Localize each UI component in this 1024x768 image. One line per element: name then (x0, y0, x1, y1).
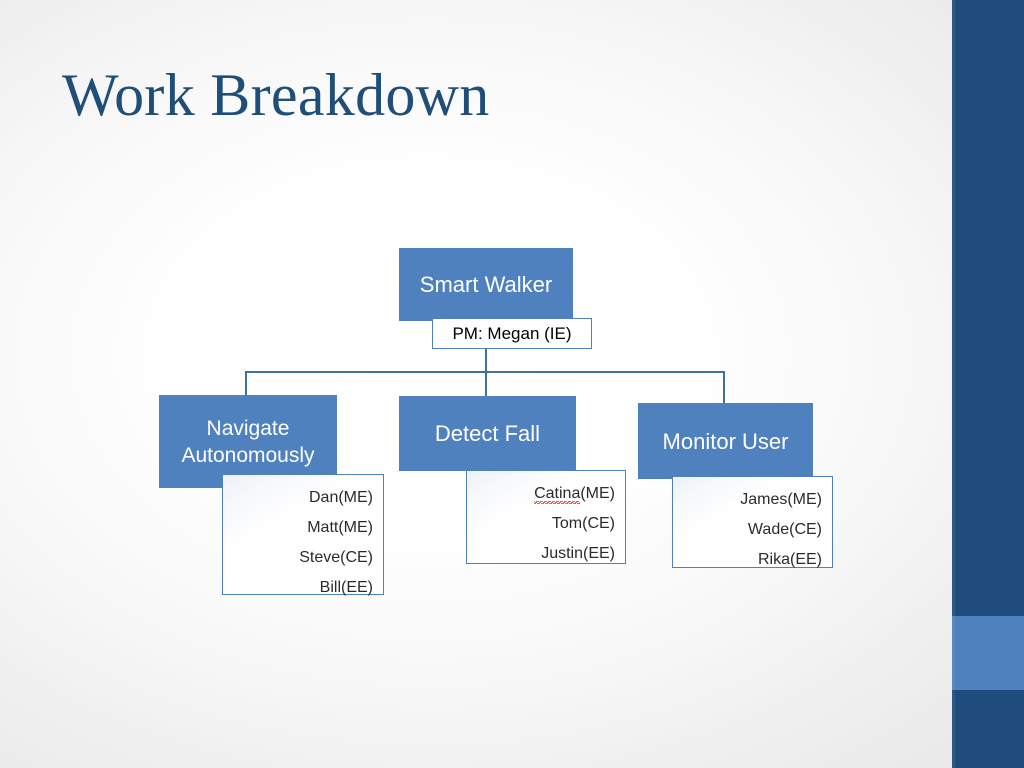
member-item: Rika(EE) (757, 551, 822, 568)
pm-label: PM: Megan (IE) (452, 324, 572, 343)
sidebar-seam (952, 0, 955, 768)
member-item: Matt(ME) (307, 519, 373, 536)
org-node-label: Smart Walker (419, 272, 553, 297)
member-item: Dan(ME) (308, 489, 373, 506)
member-list-navigate-autonomously[interactable]: Dan(ME) Matt(ME) Steve(CE) Bill(EE) (222, 474, 384, 596)
org-node-label: Detect Fall (434, 421, 541, 446)
sidebar-band-top (952, 0, 1024, 616)
sidebar-band-accent (952, 616, 1024, 690)
org-node-navigate-autonomously[interactable]: Navigate Autonomously (159, 395, 337, 488)
member-item: James(ME) (740, 491, 822, 508)
connector-bus-to-monitor (723, 371, 725, 404)
org-node-detect-fall[interactable]: Detect Fall (399, 396, 576, 471)
connector-bus-to-detect (485, 371, 487, 397)
connector-bus-to-navigate (245, 371, 247, 396)
page-title: Work Breakdown (62, 62, 490, 128)
spellcheck-underline: Catina (534, 485, 581, 504)
member-item: Wade(CE) (747, 521, 822, 538)
decorative-sidebar (952, 0, 1024, 768)
org-node-label: Monitor User (662, 428, 789, 454)
member-item: Justin(EE) (541, 545, 615, 562)
member-item: Tom(CE) (551, 515, 615, 532)
member-list-detect-fall[interactable]: Catina(ME) Tom(CE) Justin(EE) (466, 470, 626, 564)
sidebar-band-bottom (952, 690, 1024, 768)
connector-root-to-bus (485, 348, 487, 373)
org-node-smart-walker[interactable]: Smart Walker (399, 248, 573, 321)
org-node-pm-megan[interactable]: PM: Megan (IE) (432, 318, 592, 349)
member-item: Steve(CE) (299, 549, 373, 566)
org-node-label: Navigate Autonomously (181, 416, 315, 467)
org-node-monitor-user[interactable]: Monitor User (638, 403, 813, 479)
member-list-monitor-user[interactable]: James(ME) Wade(CE) Rika(EE) (672, 476, 833, 568)
member-item: Bill(EE) (319, 579, 373, 596)
member-item: Catina(ME) (534, 485, 615, 504)
